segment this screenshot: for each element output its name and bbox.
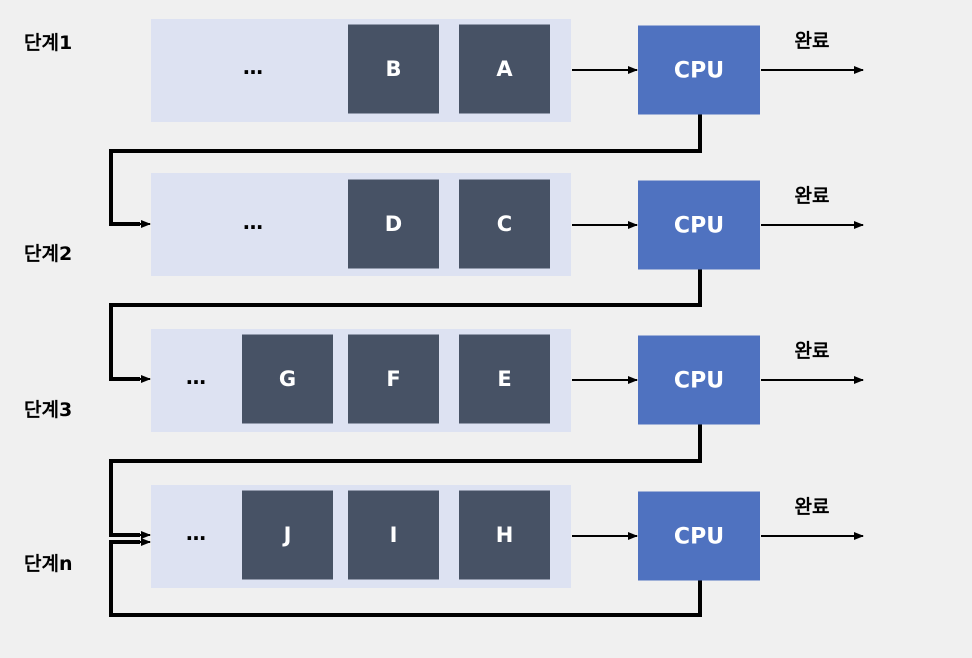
queue-ellipsis: … bbox=[186, 365, 206, 389]
process-label: I bbox=[390, 523, 398, 547]
cpu-box bbox=[638, 25, 760, 115]
stage-label: 단계1 bbox=[24, 32, 72, 54]
cpu-label: CPU bbox=[674, 214, 724, 239]
stage-label: 단계2 bbox=[24, 243, 72, 265]
process-box bbox=[459, 334, 550, 424]
loopback-feedback-line bbox=[109, 540, 702, 617]
process-box bbox=[242, 490, 333, 580]
cpu-label: CPU bbox=[674, 525, 724, 550]
process-box bbox=[459, 490, 550, 580]
process-label: H bbox=[496, 523, 514, 547]
process-label: G bbox=[279, 367, 296, 391]
process-box bbox=[242, 334, 333, 424]
demotion-feedback-line bbox=[109, 424, 702, 537]
stage-label: 단계n bbox=[24, 553, 73, 575]
stage-label: 단계3 bbox=[24, 399, 72, 421]
queue-ellipsis: … bbox=[243, 55, 263, 79]
completion-label: 완료 bbox=[795, 30, 830, 52]
queue-ellipsis: … bbox=[243, 210, 263, 234]
demotion-feedback-line bbox=[109, 114, 702, 226]
process-box bbox=[459, 24, 550, 114]
demotion-feedback-line bbox=[109, 269, 702, 381]
cpu-box bbox=[638, 180, 760, 270]
process-label: J bbox=[282, 523, 292, 547]
completion-label: 완료 bbox=[795, 340, 830, 362]
process-label: B bbox=[385, 57, 401, 81]
process-label: A bbox=[496, 57, 513, 81]
process-box bbox=[348, 490, 439, 580]
process-label: C bbox=[497, 212, 512, 236]
process-box bbox=[348, 334, 439, 424]
process-box bbox=[459, 179, 550, 269]
completion-label: 완료 bbox=[795, 496, 830, 518]
cpu-label: CPU bbox=[674, 369, 724, 394]
cpu-box bbox=[638, 335, 760, 425]
cpu-box bbox=[638, 491, 760, 581]
process-label: F bbox=[386, 367, 400, 391]
process-box bbox=[348, 24, 439, 114]
process-label: D bbox=[385, 212, 402, 236]
process-label: E bbox=[497, 367, 511, 391]
process-box bbox=[348, 179, 439, 269]
cpu-label: CPU bbox=[674, 59, 724, 84]
queue-ellipsis: … bbox=[186, 521, 206, 545]
completion-label: 완료 bbox=[795, 185, 830, 207]
